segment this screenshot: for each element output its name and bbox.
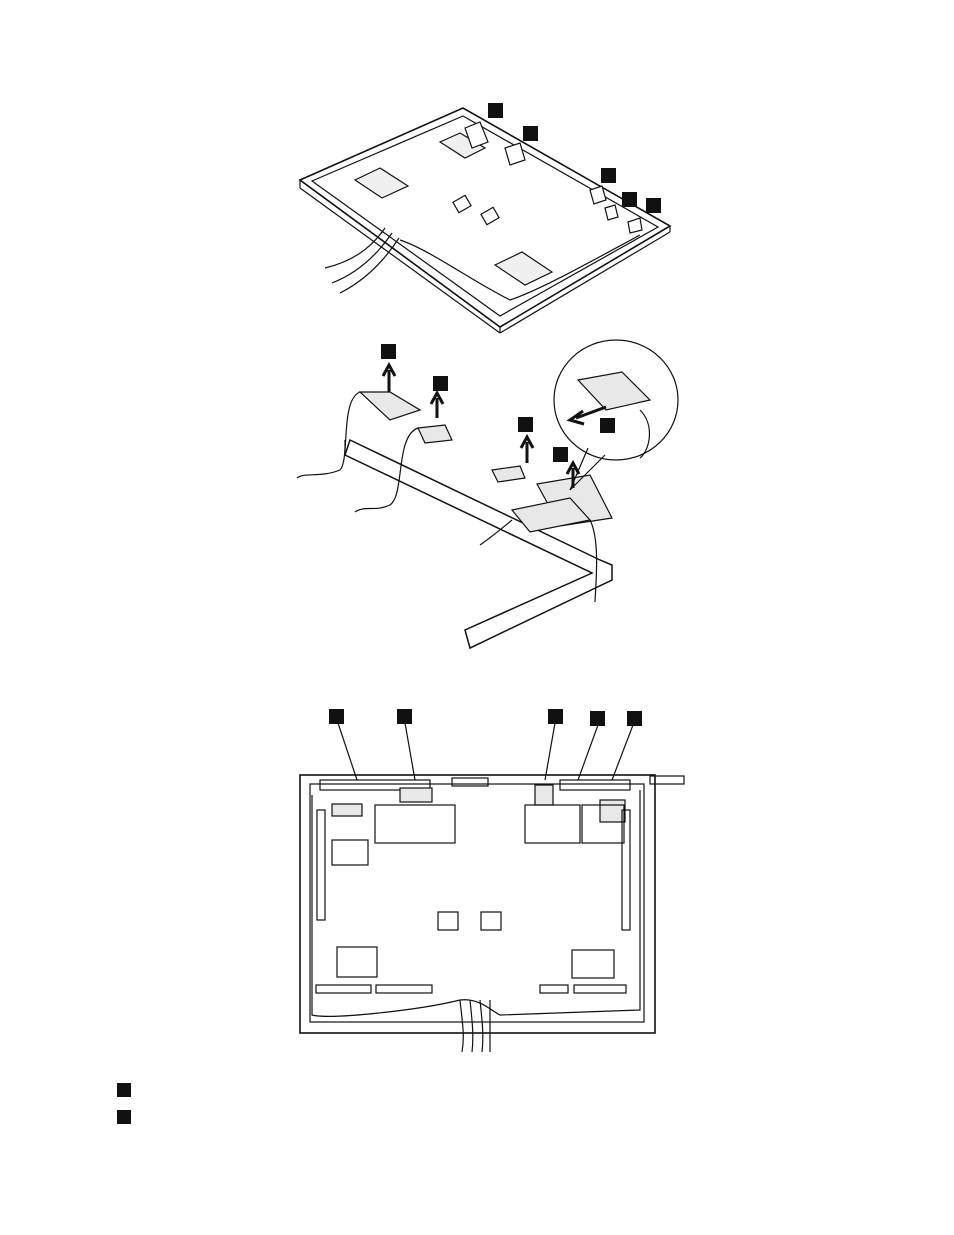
pad	[355, 168, 408, 198]
pad	[535, 785, 553, 805]
antenna-pad	[492, 466, 525, 482]
bottom-strip	[574, 985, 626, 993]
zoom-cable	[640, 410, 649, 458]
antenna-cable	[297, 392, 360, 478]
figure-2-antenna-detail	[297, 340, 678, 648]
pad	[525, 805, 580, 843]
antenna-flap	[605, 205, 618, 220]
pad	[375, 805, 455, 843]
callout-marker	[622, 192, 637, 207]
callout-marker	[590, 711, 605, 726]
connector	[452, 778, 488, 786]
callout-marker	[646, 198, 661, 213]
cable-bundle	[460, 1000, 463, 1052]
panel-inner	[310, 784, 644, 1022]
callout-marker	[600, 418, 615, 433]
cable-routing	[312, 790, 640, 1016]
pad	[453, 195, 471, 212]
connector	[560, 780, 630, 790]
legend-item	[117, 1110, 139, 1124]
antenna-cable	[355, 428, 418, 512]
cable-bundle	[470, 1000, 473, 1052]
arrow-up	[383, 365, 395, 392]
legend-item	[117, 1083, 139, 1097]
pad	[600, 800, 625, 822]
callout-marker	[601, 168, 616, 183]
leader-line	[545, 723, 555, 780]
pad	[481, 912, 501, 930]
callout-marker	[397, 709, 412, 724]
callout-marker	[433, 376, 448, 391]
pad	[400, 788, 432, 802]
arrow-up	[431, 393, 443, 418]
zoom-antenna	[578, 372, 650, 410]
pad	[438, 912, 458, 930]
figure-3-front-view	[300, 709, 684, 1052]
antenna-pad	[418, 425, 452, 443]
callout-marker	[553, 447, 568, 462]
callout-marker	[488, 103, 503, 118]
cable-bundle	[325, 228, 385, 268]
antenna-pad	[360, 392, 420, 420]
callout-marker	[627, 711, 642, 726]
cable-bundle	[480, 1000, 483, 1052]
antenna-flap	[628, 218, 642, 233]
callout-marker	[548, 709, 563, 724]
leader-line	[578, 725, 598, 780]
pad	[495, 252, 552, 285]
leader-line	[405, 723, 415, 780]
side-strip	[317, 810, 325, 920]
pad	[337, 947, 377, 977]
legend-marker	[117, 1083, 131, 1097]
arrow-up	[521, 437, 533, 463]
leader-line	[612, 725, 633, 780]
pad	[332, 804, 362, 816]
cover-edge	[300, 188, 500, 333]
pad	[332, 840, 368, 865]
callout-marker	[523, 126, 538, 141]
antenna-flap	[505, 143, 525, 165]
callout-marker	[329, 709, 344, 724]
callout-marker	[381, 344, 396, 359]
bottom-strip	[540, 985, 568, 993]
pad	[572, 950, 614, 978]
pad	[481, 207, 499, 224]
callout-marker	[518, 417, 533, 432]
bottom-strip	[376, 985, 432, 993]
figure-1-rear-cover	[300, 103, 670, 333]
leader-line	[338, 723, 357, 780]
legend-marker	[117, 1110, 131, 1124]
side-strip	[622, 810, 630, 930]
bottom-strip	[316, 985, 371, 993]
